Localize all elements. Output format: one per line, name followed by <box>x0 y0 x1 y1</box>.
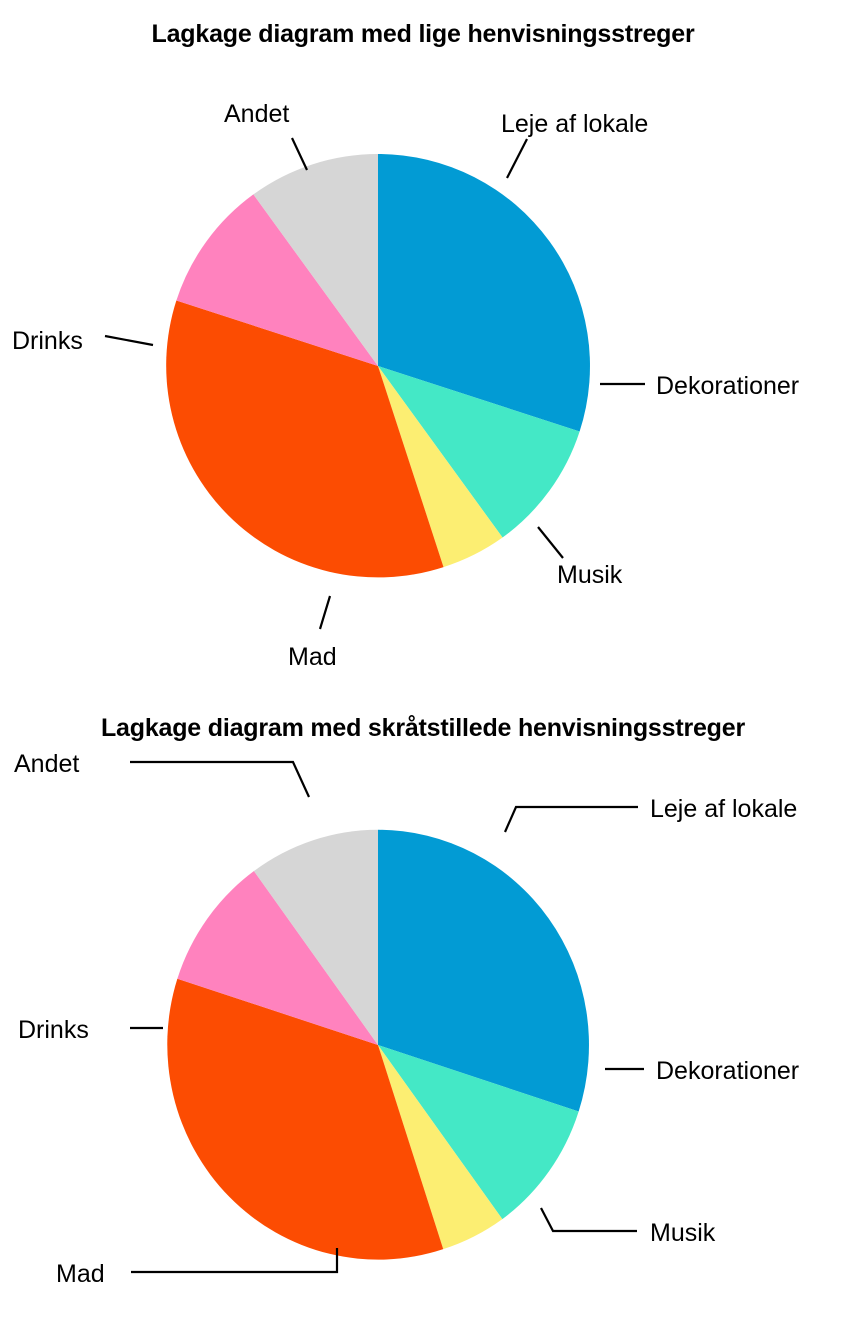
pie-1-slices <box>166 153 590 578</box>
pie-1-label-drinks: Drinks <box>12 327 83 355</box>
pie-slice-leje-af-lokale[interactable] <box>378 154 590 432</box>
leader-line-musik <box>537 526 564 559</box>
leader-line-leje-af-lokale <box>506 138 528 179</box>
pie-1-label-dekorationer: Dekorationer <box>656 372 799 400</box>
pie-1-label-mad: Mad <box>288 643 337 671</box>
pie-slice-drinks[interactable] <box>176 194 378 366</box>
pie-2-label-musik: Musik <box>650 1219 716 1247</box>
chart-2-canvas: Andet Leje af lokale Dekorationer Musik … <box>14 750 799 1288</box>
pie-2-label-dekorationer: Dekorationer <box>656 1057 799 1085</box>
chart-1-canvas: Andet Leje af lokale Dekorationer Musik … <box>12 100 799 671</box>
pie-slice-musik[interactable] <box>378 366 503 568</box>
pie-slice-leje-af-lokale[interactable] <box>378 829 589 1112</box>
pie-1-label-leje-af-lokale: Leje af lokale <box>501 110 648 138</box>
pie-1-label-andet: Andet <box>224 100 289 128</box>
pie-slice-musik[interactable] <box>378 1045 503 1250</box>
leader-line-mad <box>318 595 332 630</box>
pie-2-leader-lines <box>130 760 644 1274</box>
leader-line-drinks <box>104 334 154 347</box>
chart-straight-leaders: Lagkage diagram med lige henvisningsstre… <box>12 20 799 671</box>
leader-line-andet <box>130 760 311 798</box>
chart-angled-leaders: Lagkage diagram med skråtstillede henvis… <box>0 700 846 1327</box>
pie-slice-andet[interactable] <box>253 829 378 1045</box>
leader-line-leje-af-lokale <box>503 805 638 833</box>
chart-2-title: Lagkage diagram med skråtstillede henvis… <box>100 714 745 742</box>
chart-1-title: Lagkage diagram med lige henvisningsstre… <box>151 20 695 48</box>
pie-slice-drinks[interactable] <box>177 871 378 1045</box>
pie-2-label-leje-af-lokale: Leje af lokale <box>650 795 797 823</box>
pie-1-label-musik: Musik <box>557 561 623 589</box>
pie-slice-dekorationer[interactable] <box>378 366 580 538</box>
pie-2-label-drinks: Drinks <box>18 1016 89 1044</box>
pie-1-leader-lines <box>104 137 645 630</box>
pie-slice-andet[interactable] <box>253 153 378 366</box>
pie-slice-dekorationer[interactable] <box>378 1045 579 1220</box>
pie-slice-mad[interactable] <box>166 300 444 578</box>
pie-2-label-mad: Mad <box>56 1260 105 1288</box>
pie-2-label-andet: Andet <box>14 750 79 778</box>
leader-line-andet <box>291 137 308 171</box>
pie-slice-mad[interactable] <box>167 978 444 1260</box>
pie-2-slices <box>167 829 589 1260</box>
leader-line-mad <box>131 1248 339 1274</box>
leader-line-musik <box>540 1207 637 1233</box>
